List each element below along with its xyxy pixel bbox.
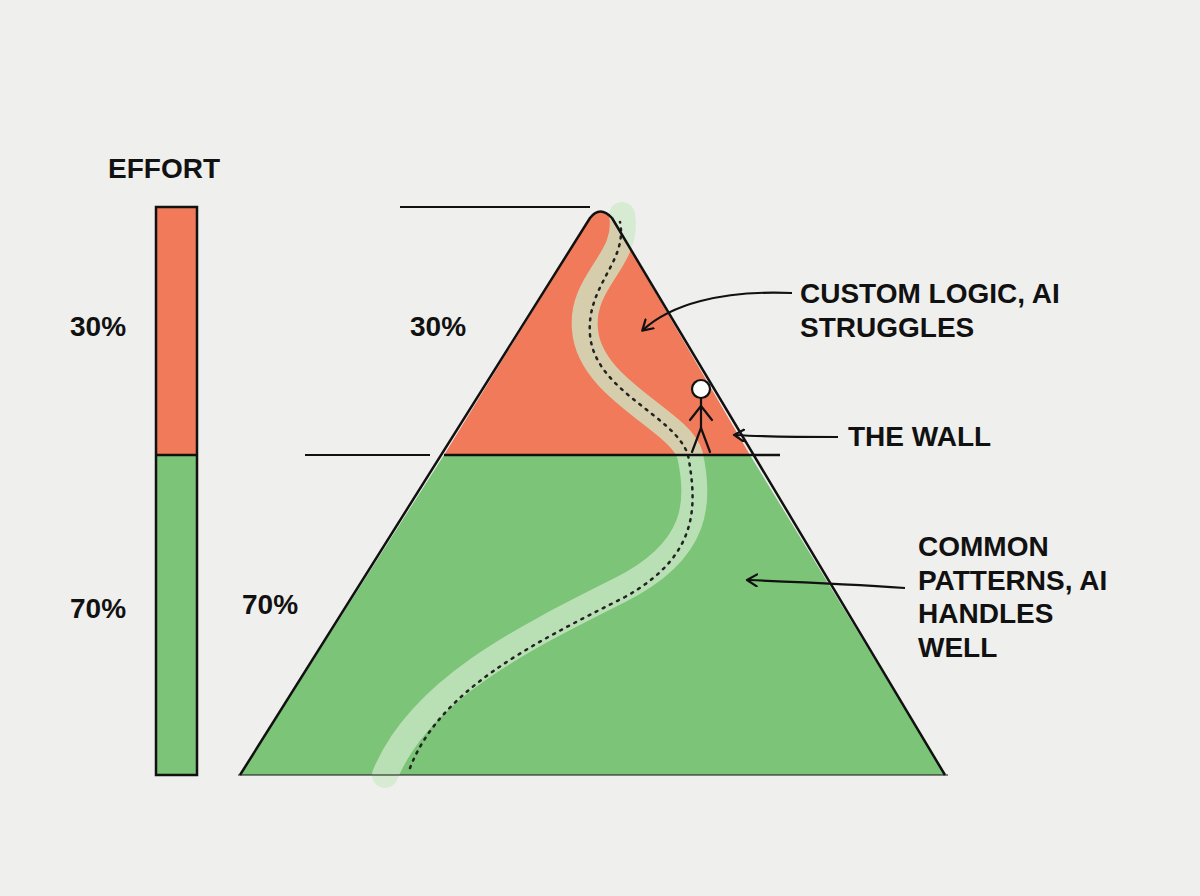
trail-dots <box>410 222 693 768</box>
top-marker <box>400 206 590 208</box>
effort-bar-divider <box>156 454 197 457</box>
percentage: 30% <box>70 310 126 344</box>
callout-text: CUSTOM LOGIC, AI STRUGGLES <box>800 277 1070 344</box>
percentage: 70% <box>242 588 298 622</box>
wall-line <box>444 454 780 457</box>
percentage: 70% <box>70 592 126 626</box>
leader-arrow <box>643 293 792 330</box>
callout-text: COMMON PATTERNS, AI HANDLES WELL <box>918 530 1133 664</box>
effort-bar-top <box>156 207 197 455</box>
callout-text: THE WALL <box>848 420 991 454</box>
ground <box>238 775 948 776</box>
axis-title: EFFORT <box>108 152 220 186</box>
percentage: 30% <box>410 310 466 344</box>
leader-arrow <box>735 435 838 437</box>
wall-marker <box>305 454 430 456</box>
effort-bar-bottom <box>156 455 197 775</box>
leader-arrow <box>748 580 905 588</box>
effort-bar-outline <box>156 207 197 775</box>
stick-figure <box>690 380 712 452</box>
